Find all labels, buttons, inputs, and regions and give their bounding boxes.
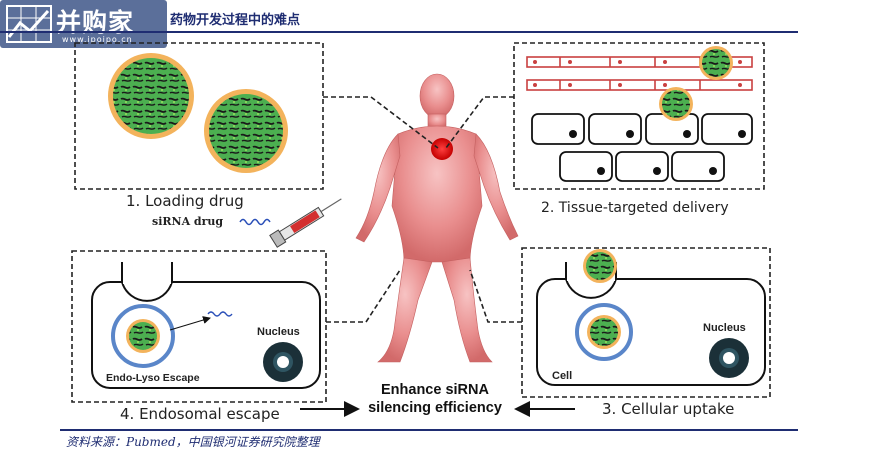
bottom-divider — [60, 429, 798, 431]
page-title: 药物开发过程中的难点 — [170, 13, 301, 28]
logo-url: www.ipoipo.cn — [62, 35, 133, 44]
nanoparticle-large-2 — [204, 89, 288, 173]
label-nucleus-4: Nucleus — [257, 326, 300, 338]
human-body-figure — [355, 73, 519, 363]
syringe-icon — [269, 198, 342, 248]
label-sirna-drug: siRNA drug — [152, 215, 224, 228]
center-title-line2: silencing efficiency — [368, 400, 502, 416]
chart-logo-icon — [6, 5, 52, 43]
heart-icon — [431, 138, 453, 160]
top-divider — [0, 31, 798, 33]
nanoparticle-small-1 — [699, 46, 733, 80]
nucleus-icon-3 — [709, 338, 749, 378]
panel-endosomal-escape — [71, 250, 327, 403]
source-note: 资料来源：Pubmed，中国银河证券研究院整理 — [66, 435, 320, 449]
nanoparticle-vesicle — [587, 315, 621, 349]
panel-cellular-uptake — [521, 247, 771, 398]
panel-tissue-delivery — [513, 42, 765, 190]
released-sirna-icon — [207, 311, 233, 317]
label-endo-lyso-escape: Endo-Lyso Escape — [106, 372, 200, 384]
nanoparticle-small-2 — [659, 87, 693, 121]
nanoparticle-endosome — [126, 319, 160, 353]
label-tissue-delivery: 2. Tissue-targeted delivery — [541, 200, 729, 216]
blood-vessel — [526, 56, 753, 91]
sirna-helix-icon — [239, 218, 271, 226]
connector-lines — [323, 96, 522, 323]
nanoparticle-entering — [583, 249, 617, 283]
label-loading-drug: 1. Loading drug — [126, 192, 244, 210]
panel-loading-drug — [74, 42, 324, 190]
tissue-cells — [531, 113, 753, 182]
center-title-line1: Enhance siRNA — [381, 382, 489, 398]
nanoparticle-large-1 — [108, 53, 194, 139]
label-cellular-uptake: 3. Cellular uptake — [602, 400, 735, 418]
label-nucleus-3: Nucleus — [703, 322, 746, 334]
nucleus-icon-4 — [263, 342, 303, 382]
label-endosomal-escape: 4. Endosomal escape — [120, 405, 280, 423]
label-cell: Cell — [552, 370, 573, 382]
